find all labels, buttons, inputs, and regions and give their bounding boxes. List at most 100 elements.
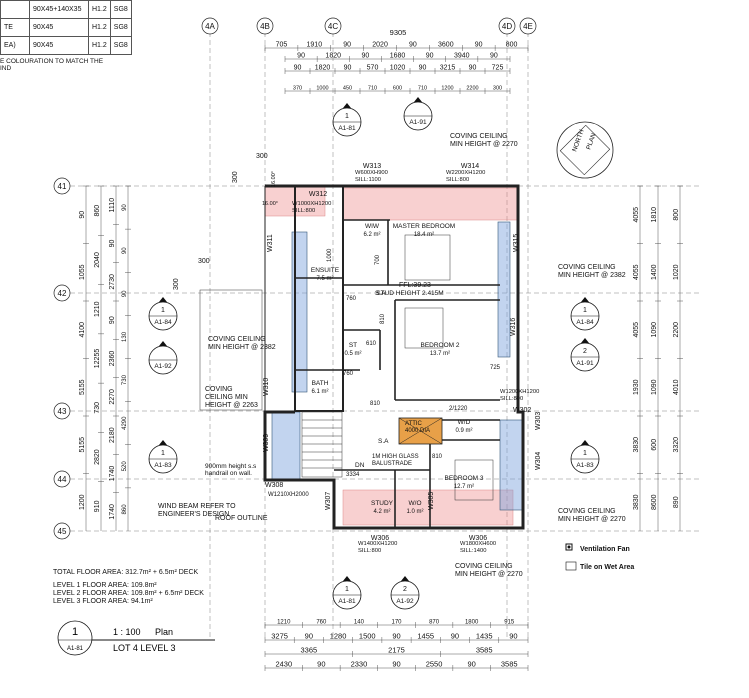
dimension-value: 725 — [492, 65, 504, 72]
room-labels: MASTER BEDROOM 18.4 m² WIW 6.2 m² ENSUIT… — [311, 223, 484, 515]
bedroom3-label: BEDROOM 3 — [444, 475, 483, 482]
window-w311: W311 — [267, 234, 274, 252]
title-kind: Plan — [155, 627, 173, 637]
dimension-value: 2040 — [94, 252, 101, 268]
window-w315: W315 — [513, 234, 520, 252]
dimension-value: 1500 — [359, 632, 376, 641]
dimension-total-top: 9305 — [390, 28, 407, 37]
window-w312: W312 — [309, 191, 327, 198]
dimension-value: 520 — [122, 461, 128, 472]
dimension-value: 1090 — [651, 322, 658, 338]
marker-ref: A1-81 — [338, 598, 356, 605]
dimension-value: 8600 — [651, 494, 658, 510]
dimension-value: 1000 — [316, 86, 328, 92]
window-w305: W305 — [428, 492, 435, 510]
dimension-value: 12255 — [94, 349, 101, 369]
dimension-value: 3600 — [438, 42, 454, 49]
dimension-value: 1910 — [307, 42, 323, 49]
dimension-value: 90 — [305, 632, 313, 641]
dimension-value: 860 — [94, 205, 101, 217]
dim-610: 610 — [366, 341, 377, 347]
dimension-value: 3215 — [440, 65, 456, 72]
balustrade-note: 1M HIGH GLASS BALUSTRADE — [372, 454, 419, 467]
dimension-value: 3830 — [633, 437, 640, 453]
dimension-value: 90 — [475, 42, 483, 49]
dimension-value: 2175 — [388, 646, 405, 655]
callout-coving-4: COVING CEILING MIN HEIGHT @ 2263 — [205, 386, 258, 410]
dim-300b: 300 — [198, 258, 210, 265]
wd-area: 0.9 m² — [455, 428, 472, 434]
svg-text:43: 43 — [58, 407, 67, 416]
dimension-value: 90 — [490, 53, 498, 60]
bedroom2-bed-outline — [404, 307, 444, 349]
callout-coving-1: COVING CEILING MIN HEIGHT @ 2270 — [450, 133, 518, 149]
dimension-value: 710 — [418, 86, 427, 92]
dimension-value: 2180 — [109, 427, 116, 443]
dimension-value: 90 — [122, 204, 128, 211]
dimension-value: 730 — [122, 374, 128, 385]
dimension-value: 860 — [122, 504, 128, 515]
dimension-value: 915 — [504, 620, 515, 626]
dimension-value: 90 — [469, 65, 477, 72]
storage-area: 0.5 m² — [344, 351, 361, 357]
svg-text:41: 41 — [58, 182, 67, 191]
dimension-value: 1680 — [390, 53, 406, 60]
dim-300a: 300 — [256, 153, 268, 160]
dimension-value: 2820 — [94, 449, 101, 465]
marker-ref: A1-83 — [154, 462, 172, 469]
grid-lines — [70, 32, 700, 640]
dimension-value: 1210 — [94, 301, 101, 317]
dimension-value: 370 — [293, 86, 302, 92]
handrail-note: 900mm height s.s handrail on wall. — [205, 463, 257, 478]
marker-ref: A1-81 — [338, 125, 356, 132]
dim-725: 725 — [490, 365, 501, 371]
dimension-value: 450 — [343, 86, 352, 92]
marker-ref: A1-91 — [576, 360, 594, 367]
svg-text:4E: 4E — [523, 22, 533, 31]
callout-coving-2: COVING CEILING MIN HEIGHT @ 2382 — [558, 264, 626, 280]
dimension-value: 90 — [79, 211, 86, 219]
dimension-value: 90 — [467, 660, 475, 669]
dimension-value: 2270 — [109, 389, 116, 405]
dimension-value: 800 — [506, 42, 518, 49]
ensuite-label: ENSUITE — [311, 267, 340, 274]
floor-areas: TOTAL FLOOR AREA: 312.7m² + 6.5m² DECK L… — [53, 569, 204, 606]
w313-size: W600XH900 SILL:1100 — [355, 170, 388, 183]
dimension-value: 90 — [109, 316, 116, 324]
exterior-walls — [263, 184, 525, 530]
dimension-value: 600 — [393, 86, 402, 92]
dimension-value: 2200 — [466, 86, 478, 92]
window-w304: W304 — [535, 452, 542, 470]
smoke-alarm-1: S.A — [375, 290, 386, 297]
grid-bubble: 4C — [324, 17, 342, 35]
dim-810c: 810 — [380, 313, 386, 324]
dimension-value: 4010 — [673, 379, 680, 395]
section-marker: 1A1-84 — [570, 297, 600, 331]
dimension-value: 730 — [94, 402, 101, 414]
dimension-value: 1200 — [79, 494, 86, 510]
marker-number: 1 — [583, 307, 587, 314]
dimension-value: 570 — [367, 65, 379, 72]
bedroom2-area: 13.7 m² — [430, 351, 450, 357]
svg-text:4D: 4D — [502, 22, 512, 31]
attic-label: ATTIC 4000 DIA — [405, 421, 431, 434]
title-ref: A1-81 — [67, 646, 84, 652]
svg-text:4A: 4A — [205, 22, 215, 31]
window-w316: W316 — [510, 318, 517, 336]
dimension-value: 870 — [429, 620, 440, 626]
dimension-value: 2330 — [351, 660, 368, 669]
section-marker: 2A1-91 — [570, 338, 600, 372]
window-w302: W302 — [513, 407, 531, 414]
dimension-value: 760 — [316, 620, 327, 626]
dimension-value: 1055 — [79, 264, 86, 280]
marker-number: 1 — [345, 586, 349, 593]
w306a-size: W1400XH1200 SILL:800 — [358, 541, 398, 554]
dimension-value: 4055 — [633, 264, 640, 280]
schedule-cell: SG8 — [109, 36, 132, 55]
marker-number: 2 — [403, 586, 407, 593]
w306b-size: W1800XH600 SILL:1400 — [460, 541, 497, 554]
svg-text:42: 42 — [58, 289, 67, 298]
grid-bubble: 45 — [53, 522, 71, 540]
coving-area-top — [342, 187, 519, 221]
